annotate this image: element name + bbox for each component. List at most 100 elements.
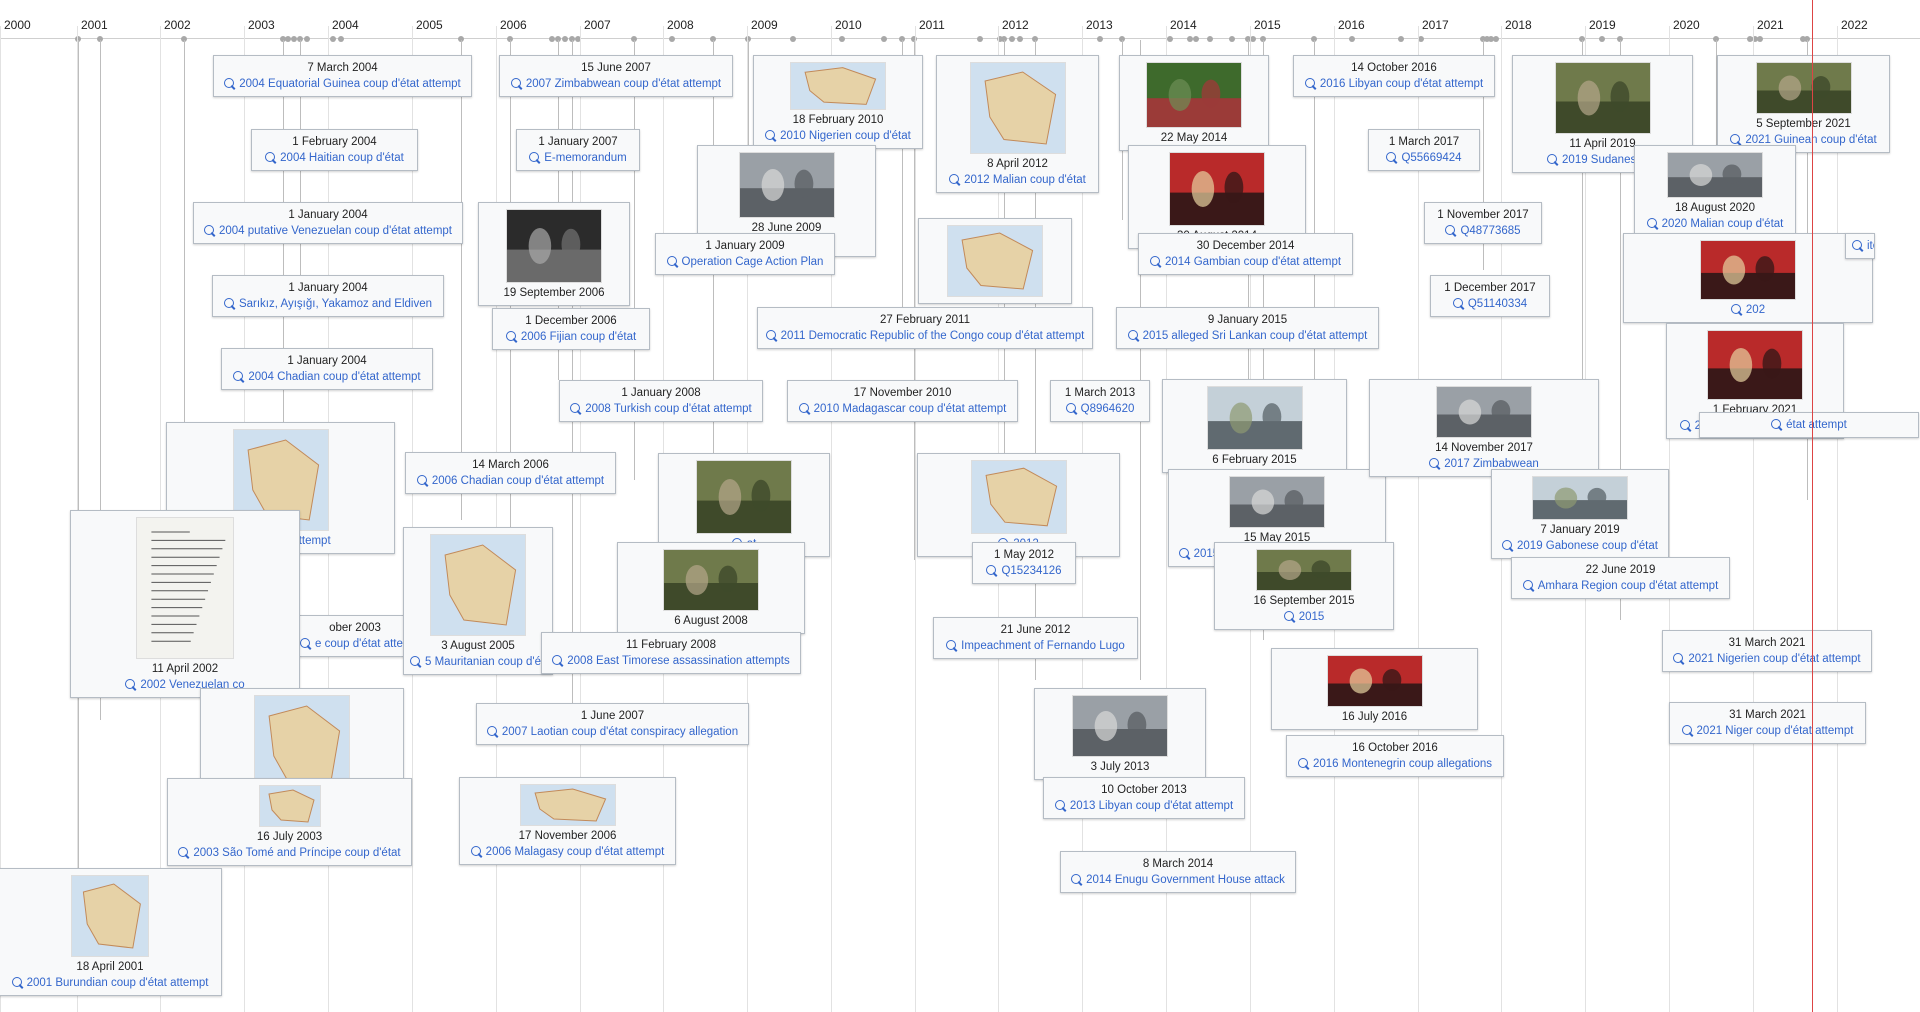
event-link[interactable]: 2014 Enugu Government House attack	[1067, 872, 1289, 888]
timeline-card[interactable]: 30 August 2014	[1128, 145, 1306, 249]
event-link[interactable]: 2017 Zimbabwean	[1376, 456, 1592, 472]
event-link[interactable]: Q51140334	[1437, 296, 1543, 312]
event-link[interactable]: 2016 Montenegrin coup allegations	[1293, 756, 1497, 772]
event-link[interactable]: 2006 Fijian coup d'état	[499, 329, 643, 345]
event-link[interactable]: 2016 Libyan coup d'état attempt	[1300, 76, 1488, 92]
timeline-card[interactable]: 22 May 2014	[1119, 55, 1269, 151]
event-link[interactable]: 2019 Gabonese coup d'état	[1498, 538, 1662, 554]
event-link[interactable]: E-memorandum	[523, 150, 633, 166]
event-link[interactable]: 2006 Chadian coup d'état attempt	[412, 473, 609, 489]
event-link[interactable]: Q48773685	[1431, 223, 1535, 239]
event-link[interactable]: Impeachment of Fernando Lugo	[940, 638, 1131, 654]
event-link[interactable]: 2011 Democratic Republic of the Congo co…	[764, 328, 1086, 344]
timeline-card[interactable]	[918, 218, 1072, 304]
event-link[interactable]: 2007 Laotian coup d'état conspiracy alle…	[483, 724, 742, 740]
timeline-card[interactable]: 16 July 2016	[1271, 648, 1478, 730]
timeline-card[interactable]: état attempt	[1699, 412, 1919, 438]
event-link[interactable]: Operation Cage Action Plan	[662, 254, 828, 270]
event-link[interactable]: 2010 Nigerien coup d'état	[760, 128, 916, 144]
event-link[interactable]: 2020 Malian coup d'état	[1641, 216, 1789, 232]
event-link[interactable]: Sarıkız, Ayışığı, Yakamoz and Eldiven	[219, 296, 437, 312]
timeline-card[interactable]: 2012	[917, 453, 1120, 557]
timeline-card[interactable]: 6 August 2008	[617, 542, 805, 634]
event-link[interactable]: 2008 East Timorese assassination attempt…	[548, 653, 794, 669]
event-link[interactable]: 2019 Sudanese co	[1519, 152, 1686, 168]
event-link[interactable]: 2007 Zimbabwean coup d'état attempt	[506, 76, 726, 92]
event-link[interactable]: 2004 Equatorial Guinea coup d'état attem…	[220, 76, 465, 92]
event-link[interactable]: 2001 Burundian coup d'état attempt	[5, 975, 215, 991]
event-link[interactable]: 2021 Guinean coup d'état	[1724, 132, 1883, 148]
event-link[interactable]: e coup d'état attempt	[300, 636, 416, 652]
event-link[interactable]: 2021 Niger coup d'état attempt	[1676, 723, 1859, 739]
event-link[interactable]: Q8964620	[1057, 401, 1143, 417]
timeline-card[interactable]: 19 September 2006	[478, 202, 630, 306]
event-link[interactable]: 2021 Nigerien coup d'état attempt	[1669, 651, 1865, 667]
event-link[interactable]: 202	[1630, 302, 1866, 318]
event-link[interactable]: 2004 putative Venezuelan coup d'état att…	[200, 223, 456, 239]
timeline-card[interactable]: at	[658, 453, 830, 557]
event-link[interactable]: 2014 Gambian coup d'état attempt	[1145, 254, 1346, 270]
event-link[interactable]: 2004 Chadian coup d'état attempt	[228, 369, 426, 385]
event-link[interactable]: Q55669424	[1375, 150, 1473, 166]
event-link[interactable]: 2013 Libyan coup d'état attempt	[1050, 798, 1238, 814]
event-link[interactable]: 2010 Madagascar coup d'état attempt	[794, 401, 1011, 417]
timeline-card[interactable]: 6 February 2015	[1162, 379, 1347, 473]
event-link[interactable]: 2015	[1221, 609, 1387, 625]
event-link[interactable]: itol	[1852, 238, 1874, 254]
timeline-card[interactable]: 202	[1623, 233, 1873, 323]
event-link[interactable]: 2004 Haitian coup d'état	[258, 150, 411, 166]
timeline-card[interactable]: 3 July 2013	[1034, 688, 1206, 780]
event-link[interactable]: 2012 Malian coup d'état	[943, 172, 1092, 188]
event-link[interactable]: 5 Mauritanian coup d'état	[410, 654, 552, 670]
timeline-card[interactable]: itol	[1845, 233, 1875, 259]
event-link[interactable]: 2003 São Tomé and Príncipe coup d'état	[174, 845, 405, 861]
event-link[interactable]: 2008 Turkish coup d'état attempt	[566, 401, 756, 417]
event-link[interactable]: 2015 alleged Sri Lankan coup d'état atte…	[1123, 328, 1372, 344]
event-link[interactable]: Q15234126	[979, 563, 1069, 579]
event-link[interactable]: Amhara Region coup d'état attempt	[1518, 578, 1723, 594]
event-link[interactable]: 2006 Malagasy coup d'état attempt	[466, 844, 669, 860]
